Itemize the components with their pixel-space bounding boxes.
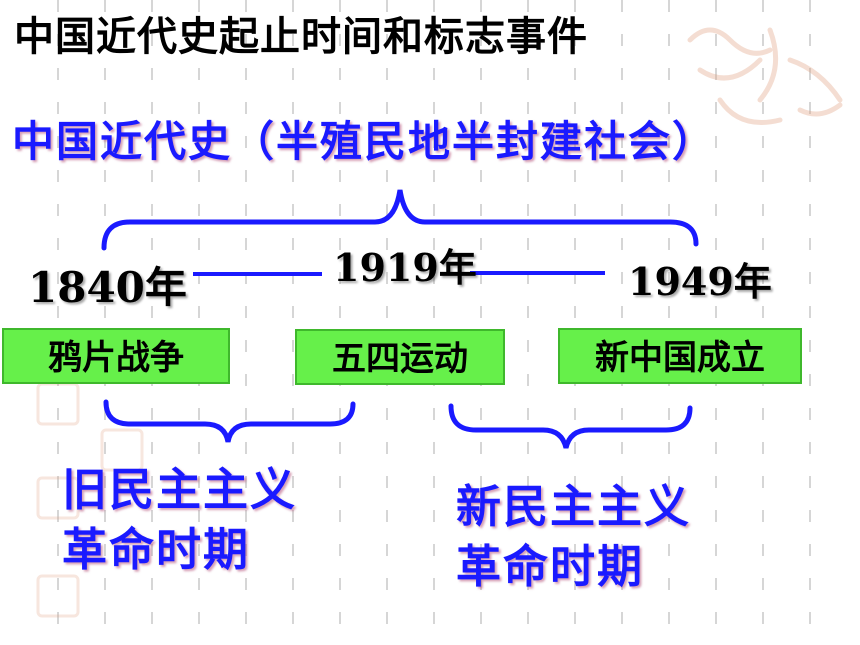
period-new-line1: 新民主主义 [456, 480, 692, 533]
year-1840: 1840年 [28, 263, 187, 312]
page-subtitle: 中国近代史（半殖民地半封建社会） [12, 117, 717, 166]
period-old-democratic: 旧民主主义 革命时期 [62, 460, 297, 580]
period-old-line2: 革命时期 [62, 523, 251, 576]
year-1919: 1919年 [333, 245, 477, 290]
brace-top-icon [101, 189, 699, 251]
event-may-fourth: 五四运动 [295, 329, 505, 385]
event-prc-founding: 新中国成立 [558, 328, 802, 384]
period-new-democratic: 新民主主义 革命时期 [456, 477, 691, 597]
year-1949: 1949年 [628, 259, 772, 304]
period-new-line2: 革命时期 [456, 540, 645, 593]
event-opium-war: 鸦片战争 [2, 328, 230, 384]
page-title: 中国近代史起止时间和标志事件 [14, 14, 588, 60]
brace-left-icon [103, 399, 356, 443]
brace-right-icon [448, 403, 693, 449]
period-old-line1: 旧民主主义 [62, 463, 298, 516]
